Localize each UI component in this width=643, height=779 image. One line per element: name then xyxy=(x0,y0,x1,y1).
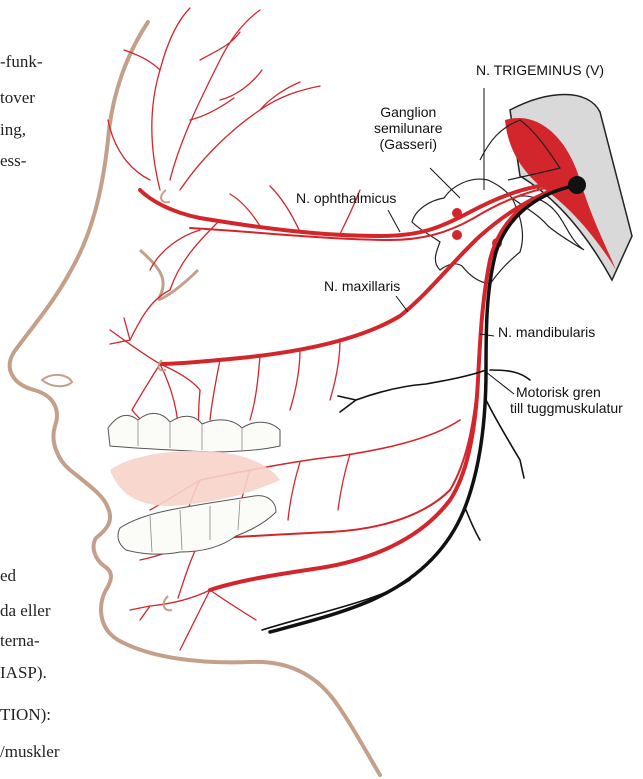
label-motor-branch-line1: Motorisk gren xyxy=(510,384,623,400)
label-n-mandibularis: N. mandibularis xyxy=(498,324,595,340)
ganglion-dot xyxy=(452,230,462,240)
trigeminal-root-node xyxy=(568,176,586,194)
label-ganglion-line2: semilunare xyxy=(374,120,442,136)
motor-sub-branches xyxy=(262,370,530,630)
upper-teeth xyxy=(108,413,280,452)
label-ganglion-line3: (Gasseri) xyxy=(374,136,442,152)
lower-teeth xyxy=(118,496,276,554)
label-n-maxillaris: N. maxillaris xyxy=(324,278,400,294)
brow-foramen-loop xyxy=(161,190,170,202)
face-profile-outline xyxy=(10,22,380,775)
label-motor-branch-line2: till tuggmuskulatur xyxy=(510,400,623,416)
label-n-ophthalmicus: N. ophthalmicus xyxy=(296,190,396,206)
orbit-outline xyxy=(140,250,198,300)
label-ganglion-line1: Ganglion xyxy=(374,104,442,120)
nostril-outline xyxy=(42,375,72,386)
label-ganglion: Ganglion semilunare (Gasseri) xyxy=(374,104,442,152)
label-motor-branch: Motorisk gren till tuggmuskulatur xyxy=(510,384,623,416)
label-n-trigeminus: N. TRIGEMINUS (V) xyxy=(476,62,604,78)
